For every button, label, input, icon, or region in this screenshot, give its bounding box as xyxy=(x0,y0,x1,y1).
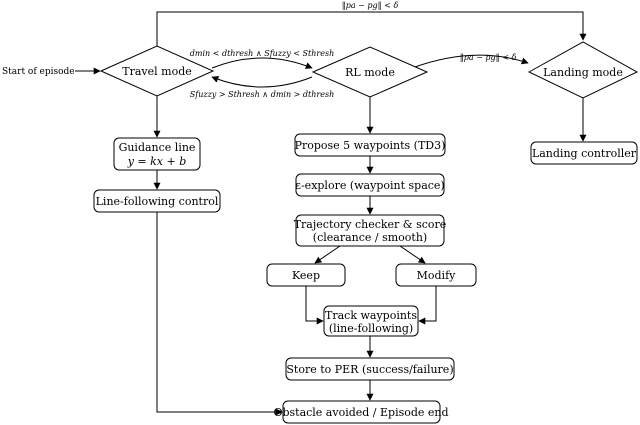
track-waypoints-shape xyxy=(323,305,419,337)
store-per-box: Store to PER (success/failure) xyxy=(285,357,455,381)
store-per-label: Store to PER (success/failure) xyxy=(286,363,453,376)
trajectory-checker-box: Trajectory checker & score (clearance / … xyxy=(294,214,447,247)
guidance-line-label: Guidance line xyxy=(119,141,196,154)
line-following-box: Line-following control xyxy=(93,189,221,213)
modify-shape xyxy=(395,263,477,287)
edge-keep-to-track xyxy=(305,286,324,325)
episode-end-label: Obstacle avoided / Episode end xyxy=(273,406,448,419)
landing-controller-box: Landing controller xyxy=(530,141,638,165)
edge-linefollow-to-end xyxy=(156,212,283,416)
guidance-line-box: Guidance line y = kx + b xyxy=(113,137,201,171)
rl-to-travel-label: Sfuzzy > Sthresh ∧ dmin > dthresh xyxy=(190,90,334,99)
explore-label: ε-explore (waypoint space) xyxy=(295,179,444,192)
edge-travel-to-rl xyxy=(211,57,313,69)
edge-checker-to-modify xyxy=(399,245,426,264)
start-label: Start of episode xyxy=(2,67,75,77)
propose-waypoints-label: Propose 5 waypoints (TD3) xyxy=(295,139,446,152)
keep-box: Keep xyxy=(266,263,346,287)
modify-box: Modify xyxy=(395,263,477,287)
travel-to-rl-label: dmin < dthresh ∧ Sfuzzy < Sthresh xyxy=(190,49,334,58)
landing-controller-shape xyxy=(530,141,638,165)
trajectory-checker-label: Trajectory checker & score xyxy=(294,218,447,231)
modify-label: Modify xyxy=(417,269,457,282)
guidance-equation: y = kx + b xyxy=(127,155,187,168)
landing-mode-shape xyxy=(527,41,639,99)
explore-box: ε-explore (waypoint space) xyxy=(295,173,445,197)
guidance-line-shape xyxy=(113,137,201,171)
edge-modify-to-track xyxy=(418,286,437,325)
track-waypoints-box: Track waypoints (line-following) xyxy=(323,305,419,337)
rl-mode-label: RL mode xyxy=(345,66,395,79)
edge-checker-to-keep xyxy=(314,245,341,264)
edge-rl-to-travel xyxy=(211,76,313,88)
episode-end-box: Obstacle avoided / Episode end xyxy=(273,400,449,424)
rl-mode-shape xyxy=(311,46,429,98)
travel-mode-shape xyxy=(99,45,215,97)
trajectory-checker-shape xyxy=(295,214,445,247)
explore-shape xyxy=(295,173,445,197)
landing-mode-label: Landing mode xyxy=(543,66,623,79)
line-following-shape xyxy=(93,189,221,213)
travel-mode-label: Travel mode xyxy=(122,65,192,78)
track-waypoints-label: Track waypoints xyxy=(325,309,417,322)
edge-travel-to-landing xyxy=(156,11,587,46)
landing-controller-label: Landing controller xyxy=(532,147,637,160)
episode-end-shape xyxy=(282,400,441,424)
edges xyxy=(75,11,587,416)
keep-label: Keep xyxy=(292,269,320,282)
track-waypoints-sublabel: (line-following) xyxy=(329,322,413,335)
rl-mode-diamond: RL mode xyxy=(311,46,429,98)
rl-to-landing-label: ‖pa − pg‖ < δ xyxy=(460,53,517,62)
travel-mode-diamond: Travel mode xyxy=(99,45,215,97)
line-following-label: Line-following control xyxy=(96,195,219,208)
store-per-shape xyxy=(285,357,455,381)
keep-shape xyxy=(266,263,346,287)
trajectory-checker-sublabel: (clearance / smooth) xyxy=(313,231,427,244)
landing-mode-diamond: Landing mode xyxy=(527,41,639,99)
top-condition-label: ‖pa − pg‖ < δ xyxy=(342,1,399,10)
edge-rl-to-landing xyxy=(411,54,529,69)
propose-waypoints-shape xyxy=(294,133,446,157)
propose-waypoints-box: Propose 5 waypoints (TD3) xyxy=(294,133,446,157)
